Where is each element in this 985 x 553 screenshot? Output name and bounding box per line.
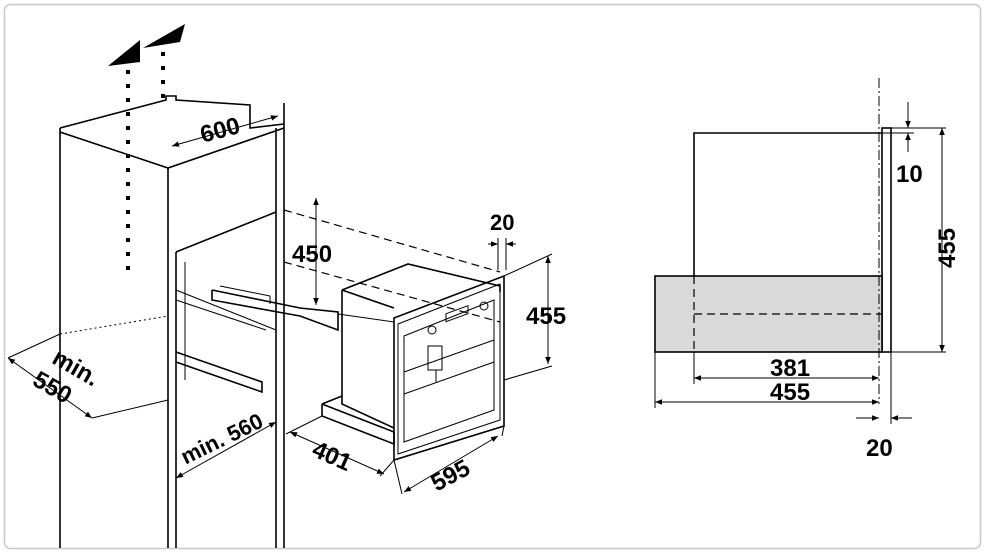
cabinet-outline: [693, 132, 882, 276]
dim-455-perspective: 455: [503, 253, 566, 381]
dim-min-560-label: min. 560: [177, 408, 267, 469]
knob-left-icon: [427, 325, 437, 335]
display-panel: [445, 304, 469, 323]
dim-381-label: 381: [770, 355, 810, 382]
dim-600: 600: [171, 112, 279, 149]
dim-10-label: 10: [896, 161, 923, 188]
dim-10: 10: [882, 102, 946, 188]
coffee-machine: [321, 263, 505, 462]
dim-20-side-label: 20: [866, 435, 893, 462]
dim-20-top-label: 20: [490, 210, 514, 235]
front-panel: [881, 127, 892, 353]
tall-cabinet: [59, 95, 339, 548]
dim-min-560: min. 560: [175, 408, 277, 479]
dim-455-vertical: 455: [891, 128, 961, 353]
perspective-view: 600 450 min. 550 min. 560: [7, 24, 566, 548]
appliance-body: [654, 275, 883, 353]
dim-20-side: 20: [856, 352, 912, 462]
dim-20-top: 20: [488, 210, 516, 270]
dim-455-perspective-label: 455: [526, 303, 566, 330]
dim-455-vertical-label: 455: [934, 228, 961, 268]
dim-455-horizontal: 455: [654, 352, 879, 408]
dim-595-label: 595: [427, 455, 475, 498]
frame-border: [3, 3, 982, 550]
dim-401-label: 401: [308, 436, 356, 477]
dim-min-550: min. 550: [7, 315, 169, 419]
dim-381: 381: [693, 352, 879, 384]
dispenser-nozzle: [427, 345, 443, 371]
vent-arrow-left-icon: [108, 40, 140, 66]
ventilation-arrows: [108, 24, 185, 270]
knob-right-icon: [479, 301, 489, 311]
dim-600-label: 600: [197, 112, 243, 148]
dim-455-horizontal-label: 455: [770, 379, 810, 406]
dim-450-label: 450: [292, 241, 332, 268]
dim-450: 450: [283, 198, 501, 323]
vent-arrow-right-icon: [143, 24, 185, 48]
side-view: 10 455 381 455 20: [654, 78, 961, 462]
